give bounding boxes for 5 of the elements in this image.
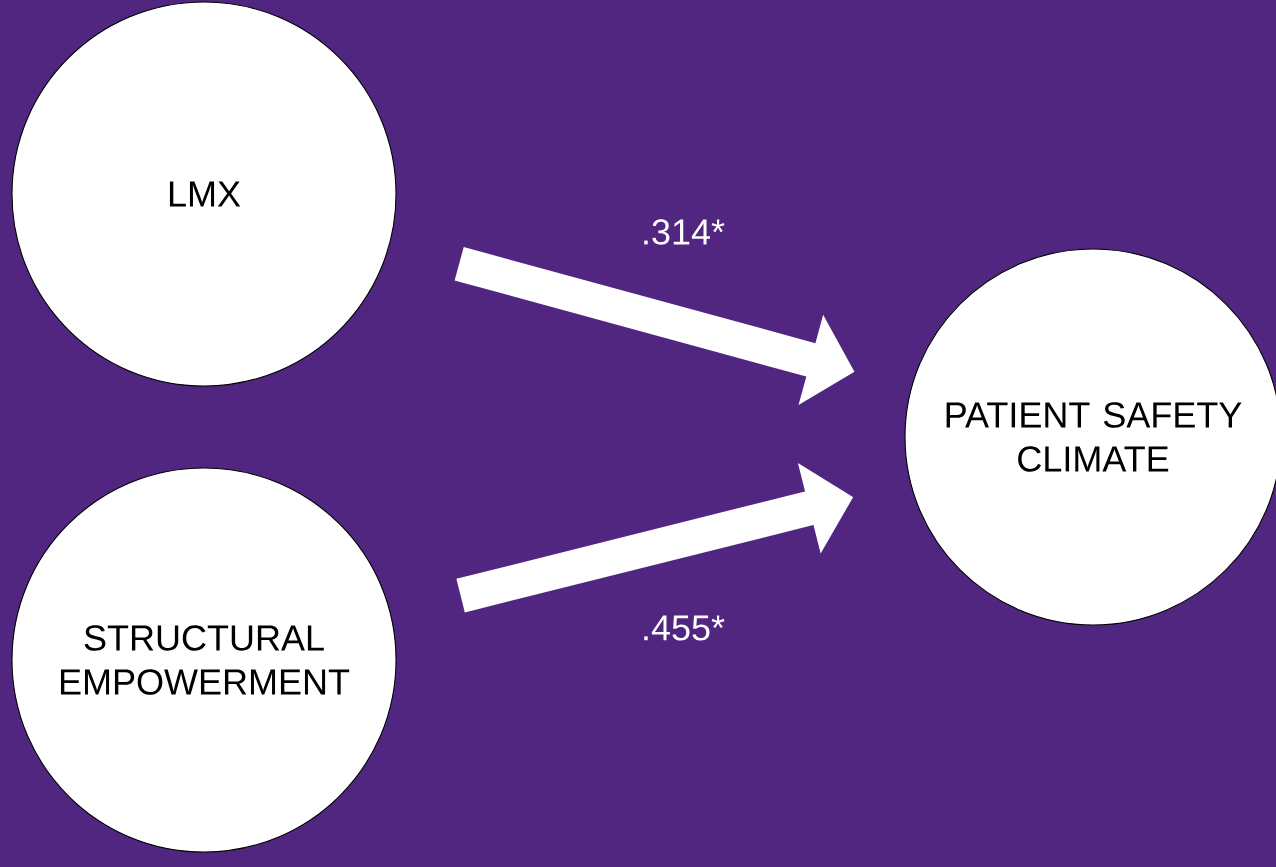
edge-label: .314*	[638, 216, 728, 248]
edge-label: .455*	[638, 612, 728, 644]
circle-node: LMX	[11, 1, 397, 387]
circle-node: STRUCTURAL EMPOWERMENT	[11, 467, 397, 853]
circle-node: PATIENT SAFETY CLIMATE	[904, 248, 1276, 626]
